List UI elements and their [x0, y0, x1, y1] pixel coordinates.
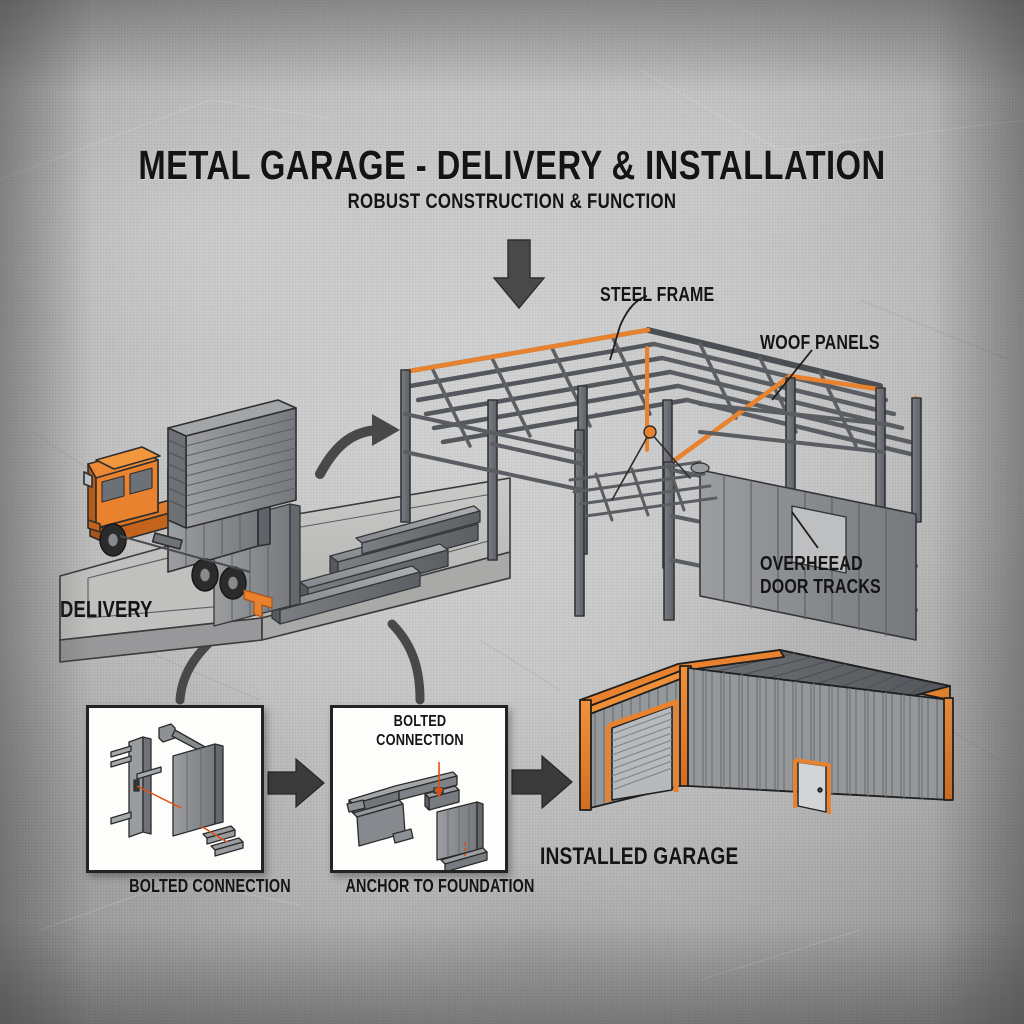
label-overhead-door-tracks: OVERHEEAD DOOR TRACKS [760, 553, 944, 599]
page-title: METAL GARAGE - DELIVERY & INSTALLATION [102, 142, 921, 188]
detail-panel-bolted-connection[interactable] [86, 705, 264, 873]
steel-beam-stack-on-slab [271, 505, 481, 625]
leader-lines [609, 295, 819, 549]
caption-bolted-connection: BOLTED CONNECTION [90, 876, 330, 897]
arrow-down-to-frame [492, 239, 546, 310]
steel-frame-illustration [400, 327, 922, 641]
bolted-connection-diagram [110, 723, 244, 857]
curve-arrow-truck-to-frame [315, 414, 400, 479]
label-steel-frame: STEEL FRAME [600, 284, 760, 307]
detail-panel-anchor-to-foundation[interactable] [330, 705, 508, 873]
label-installed-garage: INSTALLED GARAGE [540, 845, 804, 869]
page-subtitle: ROBUST CONSTRUCTION & FUNCTION [102, 190, 921, 214]
label-roof-panels: WOOF PANELS [760, 332, 936, 355]
caption-anchor-to-foundation: ANCHOR TO FOUNDATION [320, 876, 560, 897]
anchor-to-foundation-diagram [346, 762, 488, 870]
delivery-truck-illustration [83, 399, 297, 618]
callout-bolted-connection: BOLTED CONNECTION [352, 712, 488, 750]
label-delivery: DELIVERY [60, 598, 220, 621]
installed-garage-illustration [579, 649, 954, 814]
curve-arrow-slab-to-detail-2 [387, 619, 425, 705]
arrow-detail2-to-garage [511, 754, 573, 810]
arrow-detail1-to-detail2 [267, 757, 325, 809]
